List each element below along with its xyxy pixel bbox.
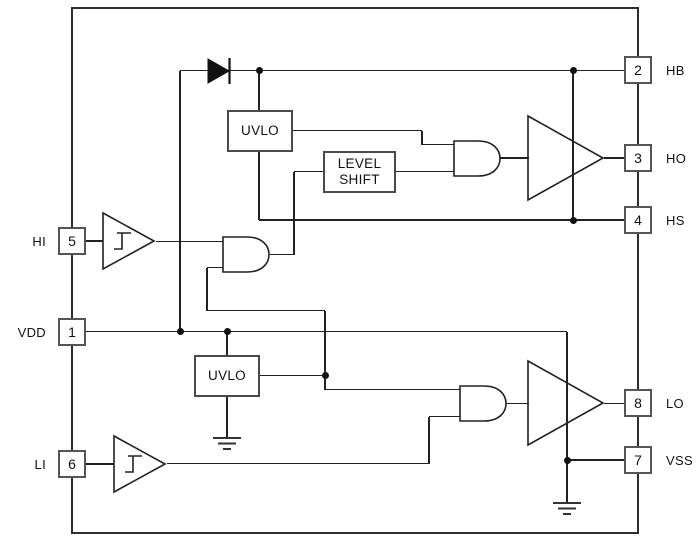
wire-segment [604, 402, 624, 405]
junction-dot [255, 67, 263, 74]
wire-segment [206, 267, 208, 311]
wire-segment [396, 170, 454, 173]
wire-segment [258, 152, 260, 220]
wire-segment [258, 70, 260, 110]
junction-dot [223, 328, 231, 335]
schmitt-icon [114, 232, 131, 250]
driver-buffer-lo [527, 359, 605, 447]
wire-segment [566, 331, 568, 503]
level-shift-label-line1: LEVEL [337, 156, 382, 171]
pin-label-lo: LO [666, 396, 684, 411]
pin-number: 6 [68, 456, 76, 472]
pin-box-7: 7 [624, 446, 652, 474]
uvlo-block-label: UVLO [241, 123, 279, 138]
wire-segment [156, 240, 223, 243]
wire-segment [500, 157, 529, 159]
wire-segment [293, 171, 295, 255]
pin-box-4: 4 [624, 206, 652, 234]
wire-segment [270, 253, 294, 256]
pin-label-ho: HO [666, 151, 687, 166]
wire-segment [421, 130, 423, 145]
wire-segment [179, 70, 181, 332]
pin-label-hb: HB [666, 63, 685, 78]
and-gate-lo [459, 385, 507, 422]
pin-number: 2 [634, 62, 642, 78]
wire-segment [604, 157, 624, 159]
pin-box-3: 3 [624, 144, 652, 172]
junction-dot [569, 67, 577, 74]
wire-segment [259, 219, 624, 221]
pin-label-vdd: VDD [17, 325, 46, 340]
schmitt-icon [125, 455, 142, 473]
junction-dot [569, 216, 577, 224]
wire-segment [294, 170, 323, 173]
junction-dot [563, 456, 571, 464]
junction-dot [321, 372, 329, 379]
wire-segment [86, 330, 567, 333]
pin-number: 5 [68, 233, 76, 249]
wire-segment [429, 415, 461, 418]
and-gate-hi-input [222, 236, 270, 273]
pin-label-hi: HI [32, 234, 46, 249]
pin-label-hs: HS [666, 213, 685, 228]
diode-icon [207, 58, 231, 84]
wire-segment [505, 402, 529, 405]
wire-segment [428, 416, 430, 464]
wire-segment [167, 462, 429, 465]
pin-number: 3 [634, 150, 642, 166]
wire-segment [180, 69, 624, 72]
pin-label-li: LI [34, 457, 46, 472]
pin-number: 1 [68, 324, 76, 340]
junction-dot [176, 328, 184, 335]
pin-box-2: 2 [624, 56, 652, 84]
wire-segment [260, 374, 325, 377]
uvlo-block-label: UVLO [208, 368, 246, 383]
pin-box-6: 6 [58, 450, 86, 478]
wire-segment [292, 129, 422, 132]
pin-number: 4 [634, 212, 642, 228]
pin-number: 7 [634, 452, 642, 468]
pin-label-vss: VSS [666, 453, 693, 468]
wire-segment [324, 310, 326, 376]
wire-segment [572, 70, 574, 220]
driver-buffer-ho [527, 114, 605, 202]
wire-segment [86, 240, 103, 242]
level-shift-block: LEVEL SHIFT [323, 151, 396, 193]
wire-segment [207, 266, 223, 269]
wire-segment [86, 463, 114, 465]
level-shift-label-line2: SHIFT [339, 172, 380, 187]
schmitt-buffer-li [113, 434, 167, 494]
schmitt-buffer-hi [102, 211, 156, 271]
wire-segment [324, 376, 326, 390]
pin-box-1: 1 [58, 318, 86, 346]
uvlo-block-low: UVLO [194, 355, 260, 397]
wire-segment [325, 388, 461, 391]
uvlo-block-high: UVLO [227, 110, 293, 152]
wire-segment [422, 143, 454, 146]
ground-icon [213, 437, 241, 450]
pin-box-8: 8 [624, 389, 652, 417]
wire-segment [207, 309, 325, 312]
and-gate-ho [453, 140, 501, 177]
ic-boundary [71, 7, 639, 534]
pin-box-5: 5 [58, 227, 86, 255]
pin-number: 8 [634, 395, 642, 411]
wire-segment [567, 459, 624, 461]
wire-segment [226, 397, 228, 438]
wire-segment [226, 331, 228, 355]
ground-icon [553, 502, 581, 515]
